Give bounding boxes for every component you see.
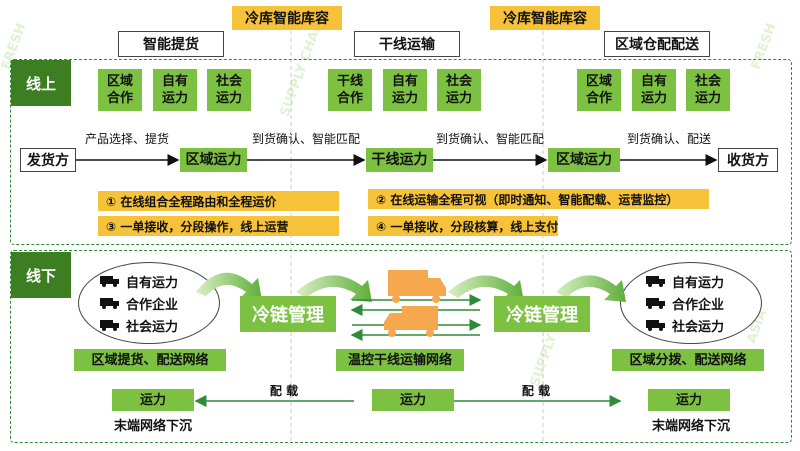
terminal-network-caption: 末端网络下沉 [651,418,730,434]
truck-icon [646,276,665,287]
receiver-node: 收货方 [718,148,778,172]
offline-section [10,250,792,443]
offline-network-label: 区域分拨、配送网络 [612,349,764,371]
capacity-box: 运力 [372,389,454,411]
load-label: 配 载 [269,383,299,398]
online-title: 线上 [11,60,71,106]
warehouse-capacity-tag: 冷库智能库容 [232,6,342,30]
online-capacity-box: 社会 运力 [686,69,730,111]
list-item: 社会运力 [646,314,762,336]
curved-arrow [556,275,626,302]
truck-icon [646,298,665,309]
capacity-box: 运力 [112,389,194,411]
online-capacity-box: 区域 合作 [98,69,142,111]
online-note: ④ 一单接收，分段核算，线上支付 [368,216,558,236]
truck-icon [100,298,119,309]
online-note: ① 在线组合全程路由和全程运价 [98,191,339,211]
truck-icon [388,270,446,303]
online-capacity-box: 干线 合作 [328,69,372,111]
list-item: 合作企业 [100,292,220,314]
online-capacity-box: 自有 运力 [383,69,427,111]
list-item: 自有运力 [646,270,762,292]
load-label: 配 载 [521,383,551,398]
right-capacity-pool [620,262,762,344]
list-item: 社会运力 [100,314,220,336]
online-section [10,59,792,245]
online-capacity-box: 自有 运力 [632,69,676,111]
right-capacity-list: 自有运力 合作企业 社会运力 [646,270,762,342]
regional-capacity-node: 区域运力 [180,148,247,172]
online-capacity-box: 自有 运力 [153,69,197,111]
warehouse-capacity-tag: 冷库智能库容 [490,6,600,30]
offline-network-label: 温控干线运输网络 [336,349,464,371]
cold-chain-management: 冷链管理 [240,296,336,332]
curved-arrow [296,275,372,302]
capacity-box: 运力 [648,389,730,411]
phase-trunk-transport: 干线运输 [354,31,460,57]
flow-label: 到货确认、智能匹配 [251,131,360,146]
regional-capacity-node: 区域运力 [548,148,620,172]
online-note: ② 在线运输全程可视（即时通知、智能配载、运营监控） [368,189,709,209]
left-capacity-list: 自有运力 合作企业 社会运力 [100,270,220,342]
terminal-network-caption: 末端网络下沉 [113,418,192,434]
truck-icon [100,320,119,331]
flow-label: 到货确认、配送 [626,131,711,146]
online-capacity-box: 社会 运力 [207,69,251,111]
list-item: 合作企业 [646,292,762,314]
flow-label: 到货确认、智能匹配 [435,131,544,146]
online-capacity-box: 社会 运力 [437,69,481,111]
shipper-node: 发货方 [20,148,76,172]
flow-label: 产品选择、提货 [84,131,169,146]
phase-pickup: 智能提货 [118,31,224,57]
online-note: ③ 一单接收，分段操作，线上运营 [98,216,339,236]
phase-regional-distribution: 区域仓配配送 [604,31,710,57]
list-item: 自有运力 [100,270,220,292]
cold-chain-management: 冷链管理 [494,296,590,332]
truck-icon [384,306,438,337]
offline-network-label: 区域提货、配送网络 [74,349,226,371]
online-capacity-box: 区域 合作 [577,69,621,111]
offline-title: 线下 [11,252,71,298]
curved-arrow [448,275,524,302]
truck-icon [100,276,119,287]
curved-arrow [196,272,262,300]
trunk-capacity-node: 干线运力 [366,148,433,172]
truck-icon [646,320,665,331]
